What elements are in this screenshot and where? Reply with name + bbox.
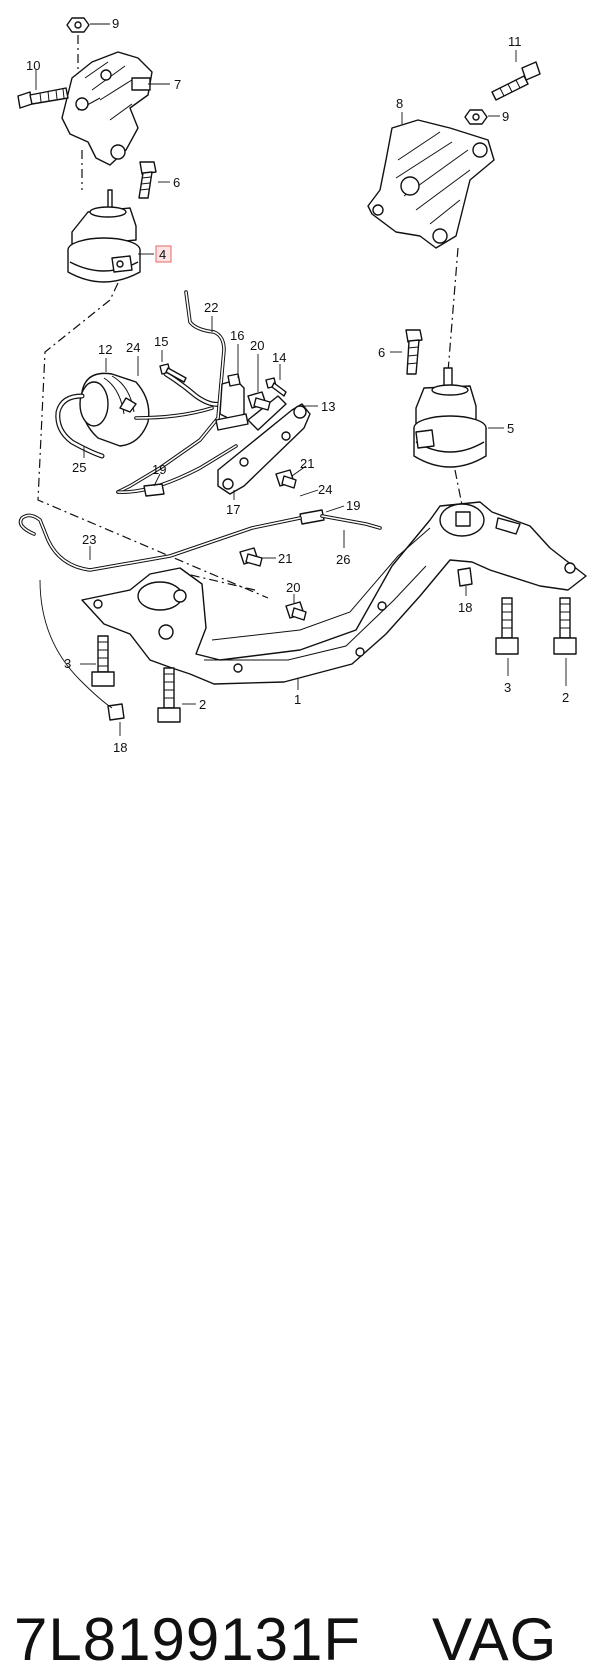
callout-15: 15 — [154, 334, 168, 349]
bolt-2-left — [157, 667, 181, 723]
callout-3-left: 3 — [64, 656, 71, 671]
callout-21-bottom: 21 — [278, 551, 292, 566]
hose-23 — [18, 513, 302, 572]
callout-labels: 9 10 7 6 4 11 8 9 6 5 12 24 15 22 16 20 … — [26, 16, 569, 755]
callout-23: 23 — [82, 532, 96, 547]
callout-14: 14 — [272, 350, 286, 365]
callout-11: 11 — [508, 34, 522, 49]
clip-20-top — [247, 391, 271, 411]
bolt-3-left — [91, 635, 115, 687]
bolt-3-right — [495, 597, 519, 655]
clip-21-bottom — [239, 547, 263, 567]
callout-17: 17 — [226, 502, 240, 517]
callout-9-right: 9 — [502, 109, 509, 124]
engine-bracket-right — [367, 119, 495, 249]
subframe-1 — [81, 501, 587, 685]
callout-6-left: 6 — [173, 175, 180, 190]
engine-mount-5 — [413, 367, 487, 468]
callout-21-top: 21 — [300, 456, 314, 471]
hex-nut-top-left — [66, 17, 90, 33]
engine-mount-4 — [67, 189, 141, 283]
hose-24 — [163, 371, 223, 407]
bolt-11 — [491, 61, 541, 101]
callout-7: 7 — [174, 77, 181, 92]
hose-25 — [55, 393, 105, 459]
bolt-6-right — [405, 329, 423, 375]
hose-to-18 — [39, 579, 113, 709]
callout-20-top: 20 — [250, 338, 264, 353]
mounting-plate-17 — [217, 395, 311, 495]
engine-bracket-left — [61, 51, 153, 166]
screw-15 — [159, 363, 187, 383]
callout-8: 8 — [396, 96, 403, 111]
callout-19-left: 19 — [152, 462, 166, 477]
hose-26 — [320, 514, 382, 530]
hex-nut-right — [464, 109, 488, 125]
callout-26: 26 — [336, 552, 350, 567]
callout-18-left: 18 — [113, 740, 127, 755]
clip-21-top — [275, 469, 297, 489]
caption-bar: 7L8199131F VAG — [0, 800, 600, 1673]
callout-2-right: 2 — [562, 690, 569, 705]
callout-25: 25 — [72, 460, 86, 475]
connector-19-right — [299, 509, 325, 525]
callout-18-right: 18 — [458, 600, 472, 615]
leader-lines — [35, 23, 567, 736]
callout-5: 5 — [507, 421, 514, 436]
bolt-10 — [17, 87, 69, 109]
callout-22: 22 — [204, 300, 218, 315]
exploded-parts-diagram: 9 10 7 6 4 11 8 9 6 5 12 24 15 22 16 20 … — [17, 16, 587, 755]
connector-18-right — [457, 567, 473, 587]
callout-20-bottom: 20 — [286, 580, 300, 595]
callout-6-right: 6 — [378, 345, 385, 360]
callout-3-right: 3 — [504, 680, 511, 695]
highlight-box — [155, 245, 172, 263]
bolt-6-left — [138, 161, 157, 199]
callout-4: 4 — [159, 247, 166, 262]
callout-9-top: 9 — [112, 16, 119, 31]
bolt-2-right — [553, 597, 577, 655]
callout-12: 12 — [98, 342, 112, 357]
clip-20-bottom — [285, 601, 307, 621]
connector-19-left — [143, 483, 165, 497]
brand-label: VAG — [432, 1606, 558, 1673]
callout-24-top: 24 — [126, 340, 140, 355]
vacuum-reservoir-12 — [79, 372, 150, 447]
callout-16: 16 — [230, 328, 244, 343]
part-number: 7L8199131F — [14, 1606, 361, 1673]
solenoid-valve-16 — [215, 373, 249, 431]
callout-1: 1 — [294, 692, 301, 707]
screw-14 — [265, 377, 287, 397]
callout-10: 10 — [26, 58, 40, 73]
callout-19-right: 19 — [346, 498, 360, 513]
callout-2-left: 2 — [199, 697, 206, 712]
callout-24-right: 24 — [318, 482, 332, 497]
callout-13: 13 — [321, 399, 335, 414]
